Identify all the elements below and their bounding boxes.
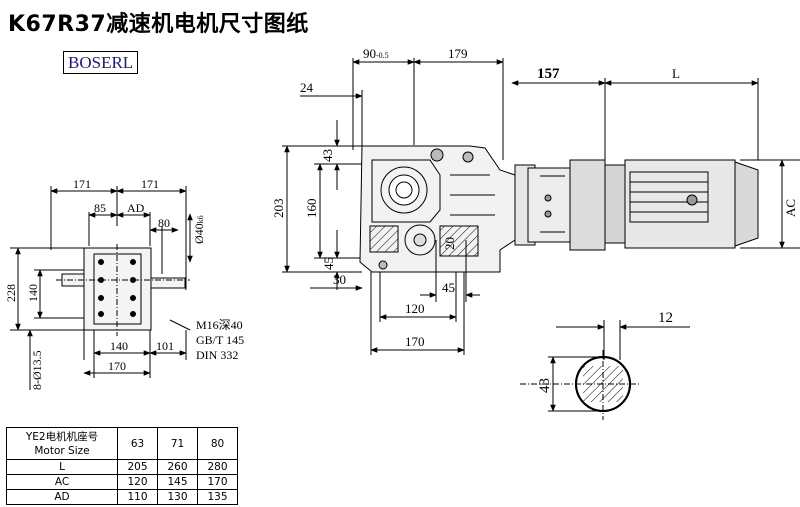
table-row: L 205 260 280: [6, 459, 238, 475]
dim-171-right: 171: [141, 177, 159, 191]
dim-30: 30: [333, 272, 346, 287]
table-cell: 110: [117, 489, 158, 505]
dim-ac: AC: [783, 199, 798, 217]
thread-spec-2: GB/T 145: [196, 333, 244, 347]
table-row: AC 120 145 170: [6, 474, 238, 490]
dim-157: 157: [537, 66, 560, 82]
table-cell: 170: [197, 474, 238, 490]
table-row: AD 110 130 135: [6, 489, 238, 505]
dim-85: 85: [94, 201, 106, 215]
dim-203: 203: [271, 199, 286, 219]
dim-43-top: 43: [320, 149, 335, 162]
dim-120: 120: [405, 301, 425, 316]
end-view: [10, 186, 193, 390]
table-cell: 130: [157, 489, 198, 505]
dim-90: 90-0.5: [363, 46, 389, 61]
page-title: K67R37减速机电机尺寸图纸: [8, 12, 309, 37]
table-cell: 205: [117, 459, 158, 475]
dim-ad: AD: [127, 201, 145, 215]
table-header-label: YE2电机机座号 Motor Size: [6, 427, 118, 460]
dim-12: 12: [658, 310, 673, 326]
dim-140-vertical: 140: [26, 284, 40, 302]
side-view-labels: 90-0.5 179 157 L 24 43 203 160 45 30 45 …: [271, 46, 798, 393]
table-row-label: L: [6, 459, 118, 475]
dim-80: 80: [158, 216, 170, 230]
table-size-71: 71: [157, 427, 198, 460]
table-row-label: AC: [6, 474, 118, 490]
dim-228: 228: [4, 284, 18, 302]
dim-43-shaft: 43: [537, 378, 553, 393]
dim-179: 179: [448, 46, 468, 61]
end-view-labels: 171 171 85 AD 80 Ø40k6 228 140 8-Ø13.5 1…: [4, 177, 244, 390]
dim-140-horizontal: 140: [110, 339, 128, 353]
dim-45-bottom: 45: [442, 280, 455, 295]
thread-spec-3: DIN 332: [196, 348, 238, 362]
dim-101: 101: [156, 339, 174, 353]
dim-8-holes: 8-Ø13.5: [30, 350, 44, 390]
table-cell: 120: [117, 474, 158, 490]
dim-l: L: [672, 66, 680, 81]
dim-170-side: 170: [405, 334, 425, 349]
dim-171-left: 171: [73, 177, 91, 191]
thread-spec-1: M16深40: [196, 318, 243, 332]
motor-size-table: YE2电机机座号 Motor Size 63 71 80 L 205 260 2…: [6, 427, 238, 505]
table-size-80: 80: [197, 427, 238, 460]
table-header-row: YE2电机机座号 Motor Size 63 71 80: [6, 427, 238, 460]
side-view: [282, 58, 800, 420]
table-cell: 260: [157, 459, 198, 475]
dim-24: 24: [300, 80, 314, 95]
table-size-63: 63: [117, 427, 158, 460]
table-cell: 145: [157, 474, 198, 490]
brand-logo: BOSERL: [63, 51, 139, 74]
dim-40-shaft: Ø40k6: [192, 215, 206, 244]
dim-170-base: 170: [108, 359, 126, 373]
table-cell: 280: [197, 459, 238, 475]
table-cell: 135: [197, 489, 238, 505]
dim-160: 160: [304, 199, 319, 219]
table-row-label: AD: [6, 489, 118, 505]
dim-20: 20: [442, 237, 457, 250]
dim-45-left: 45: [321, 257, 336, 270]
